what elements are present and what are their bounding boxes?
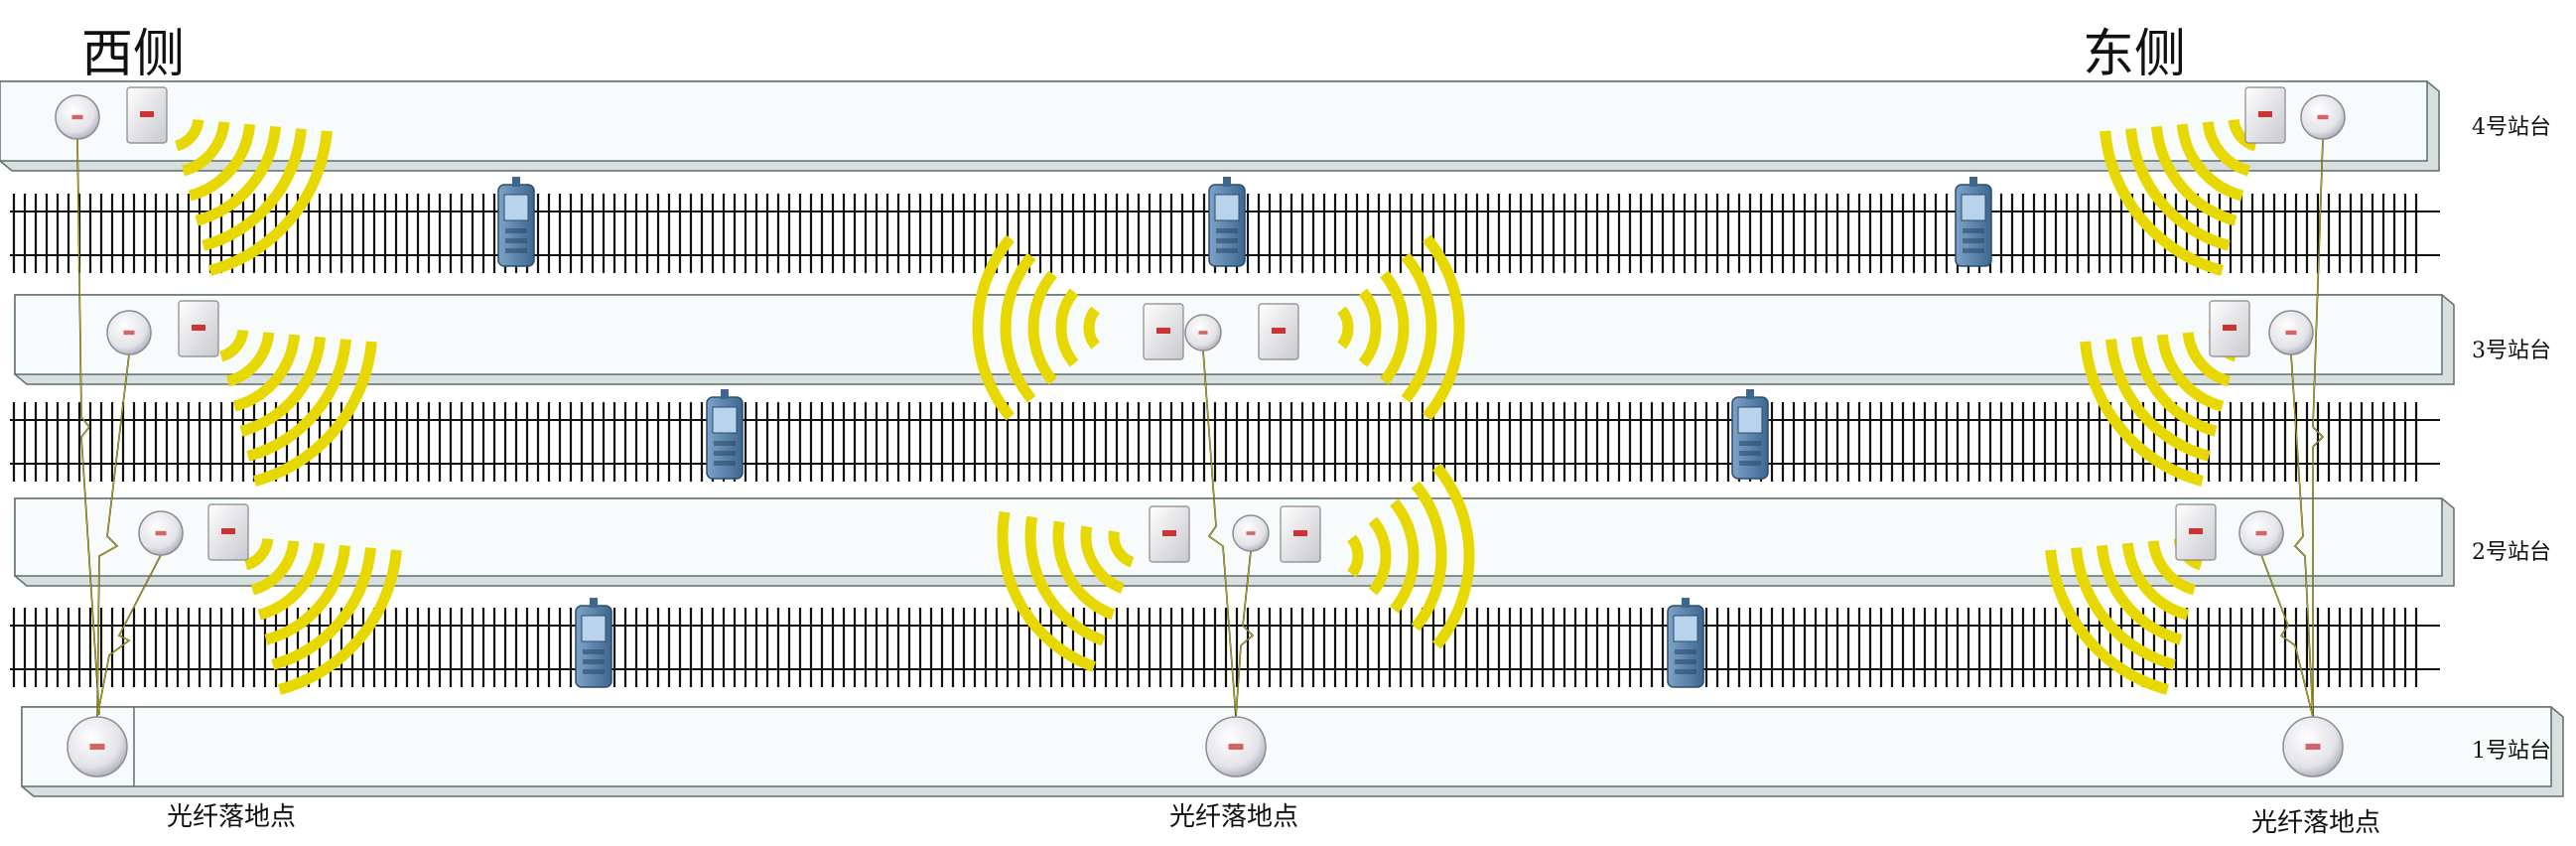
platform-3-label: 3号站台 — [2472, 339, 2551, 363]
handheld-terminal-1 — [497, 177, 535, 267]
ap-p2-west — [138, 510, 184, 556]
platform-4-bar — [0, 80, 2440, 172]
handheld-terminal-4 — [706, 389, 744, 480]
handheld-terminal-7 — [1667, 598, 1704, 688]
ap-p1-west — [67, 716, 128, 777]
signal-p3-center-right — [1336, 234, 1465, 421]
ap-p3-west — [106, 310, 152, 355]
handheld-terminal-2 — [1208, 177, 1246, 267]
platform-1-bar — [21, 706, 2564, 797]
ap-p1-east — [2282, 716, 2344, 777]
wifi-signals — [175, 118, 2257, 695]
platform-2-bar — [14, 497, 2455, 587]
panel-p2-center-b — [1280, 505, 1321, 563]
panel-p2-center-a — [1149, 505, 1190, 563]
signal-p3-west — [219, 329, 377, 487]
fiber-landing-label-west: 光纤落地点 — [167, 802, 297, 832]
fiber-p4-west — [76, 138, 100, 716]
panel-antennas — [126, 86, 2286, 563]
panel-p2-east — [2175, 503, 2217, 561]
fiber-landing-label-east: 光纤落地点 — [2251, 808, 2381, 838]
platform-3-bar — [14, 294, 2455, 385]
platform-2-label: 2号站台 — [2472, 540, 2551, 565]
fiber-links — [76, 138, 2325, 718]
platforms — [0, 80, 2564, 797]
panel-p3-west — [178, 300, 219, 357]
ap-p1-center — [1205, 716, 1267, 777]
signal-p2-center-left — [997, 510, 1135, 672]
panel-p3-center-b — [1258, 303, 1299, 360]
signal-p4-west — [175, 118, 333, 276]
ap-p3-center — [1184, 314, 1222, 352]
platform-4-label: 4号站台 — [2472, 115, 2551, 140]
ap-p2-east — [2238, 510, 2284, 556]
handheld-terminal-6 — [575, 598, 612, 688]
signal-p2-center-right — [1346, 463, 1475, 649]
ap-p2-center — [1232, 514, 1270, 552]
panel-p3-center-a — [1143, 303, 1184, 360]
panel-p2-west — [207, 503, 249, 561]
signal-p2-west — [244, 537, 402, 695]
panel-p4-west — [126, 86, 168, 144]
signal-p3-center-left — [972, 234, 1101, 421]
signal-p4-east — [2100, 118, 2257, 276]
west-side-label: 西侧 — [81, 25, 186, 84]
track-3 — [10, 608, 2440, 687]
signal-p2-east — [2045, 537, 2203, 695]
ap-p4-east — [2300, 94, 2346, 140]
east-side-label: 东侧 — [2083, 25, 2187, 84]
access-points — [55, 94, 2346, 777]
ap-p3-east — [2268, 310, 2314, 355]
handheld-terminal-5 — [1731, 389, 1769, 480]
ap-p4-west — [55, 94, 100, 140]
handheld-terminal-3 — [1955, 177, 1992, 267]
track-2 — [10, 402, 2440, 482]
handheld-terminals — [497, 177, 1992, 688]
panel-p3-east — [2209, 300, 2250, 357]
fiber-landing-label-center: 光纤落地点 — [1169, 802, 1299, 832]
platform-1-label: 1号站台 — [2472, 739, 2551, 764]
panel-p4-east — [2244, 86, 2286, 144]
